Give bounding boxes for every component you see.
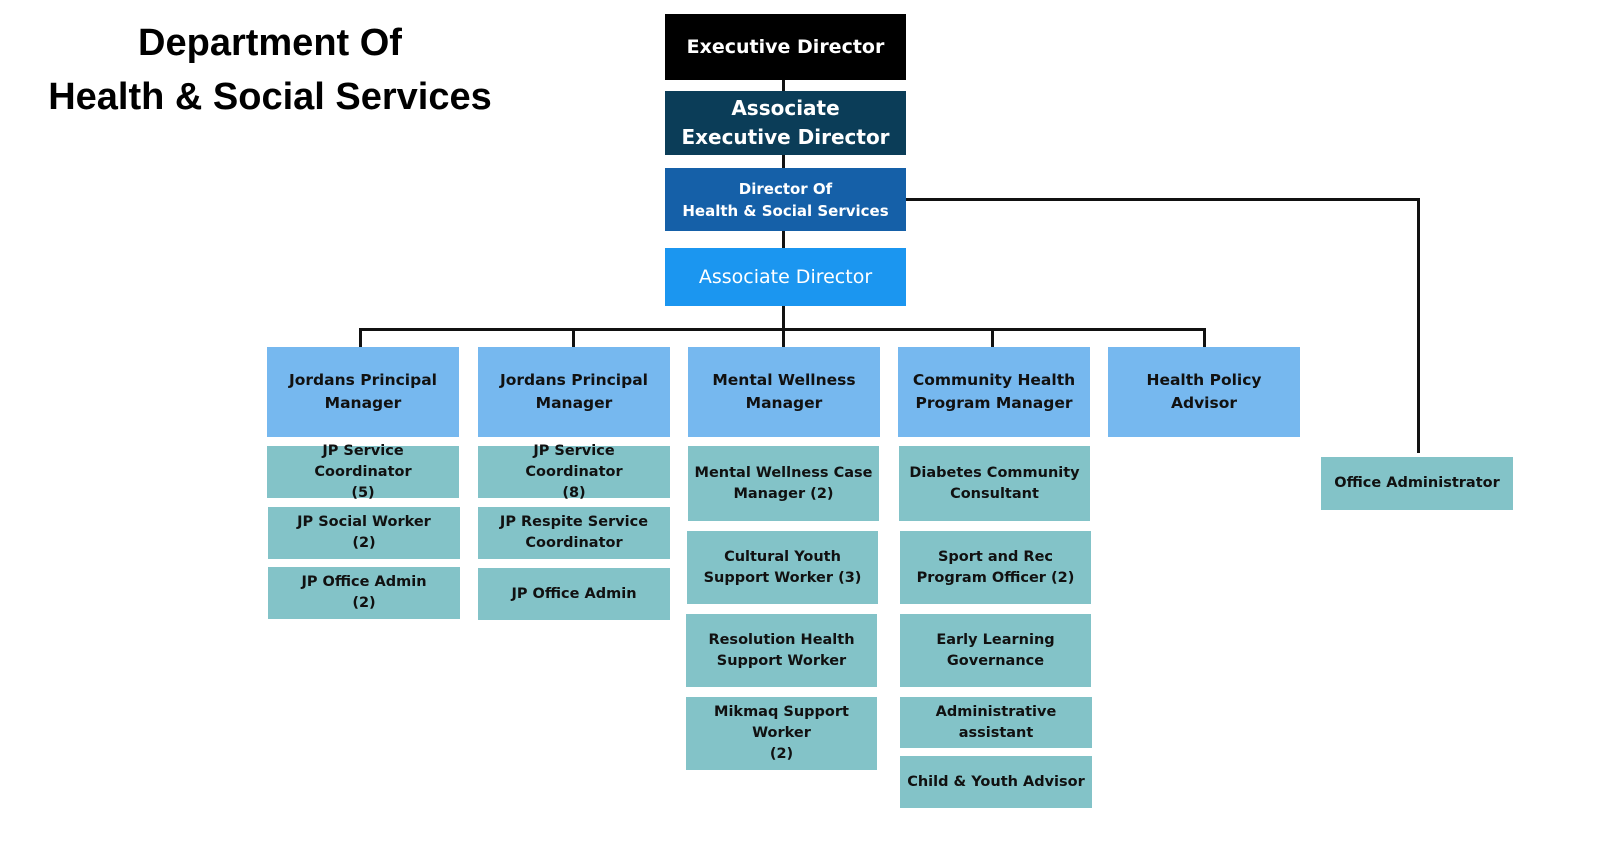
- staff-box[interactable]: Mikmaq Support Worker (2): [686, 697, 877, 770]
- staff-box[interactable]: Early Learning Governance: [900, 614, 1091, 687]
- staff-label: JP Service Coordinator (8): [525, 442, 623, 501]
- manager-label: Mental Wellness Manager: [712, 371, 856, 412]
- staff-box[interactable]: JP Office Admin (2): [268, 567, 460, 619]
- staff-box[interactable]: JP Office Admin: [478, 568, 670, 620]
- office-administrator-label: Office Administrator: [1334, 475, 1500, 491]
- staff-box[interactable]: JP Respite Service Coordinator: [478, 507, 670, 559]
- connector-director-to-office-admin-v: [1417, 198, 1420, 453]
- connector-exec-to-assoc-exec: [782, 80, 785, 92]
- staff-label: JP Office Admin: [511, 585, 637, 602]
- chart-title: Department Of Health & Social Services: [30, 16, 510, 124]
- manager-label: Jordans Principal Manager: [289, 371, 437, 412]
- connector-assoc-director-down: [782, 306, 785, 330]
- staff-label: JP Social Worker (2): [297, 514, 431, 551]
- staff-box[interactable]: JP Social Worker (2): [268, 507, 460, 559]
- staff-label: Early Learning Governance: [936, 631, 1055, 669]
- associate-director-label: Associate Director: [698, 266, 873, 288]
- connector-director-to-office-admin-h: [906, 198, 1420, 201]
- staff-label: Child & Youth Advisor: [907, 773, 1085, 790]
- staff-box[interactable]: Mental Wellness Case Manager (2): [688, 446, 879, 521]
- director-box[interactable]: Director Of Health & Social Services: [665, 168, 906, 231]
- staff-box[interactable]: Administrative assistant: [900, 697, 1092, 748]
- title-line-1: Department Of: [138, 22, 402, 64]
- manager-label: Community Health Program Manager: [912, 371, 1076, 412]
- manager-box-community-health[interactable]: Community Health Program Manager: [898, 347, 1090, 437]
- manager-box-jordans-1[interactable]: Jordans Principal Manager: [267, 347, 459, 437]
- staff-label: Sport and Rec Program Officer (2): [916, 548, 1075, 586]
- staff-label: Mikmaq Support Worker (2): [714, 704, 849, 762]
- executive-director-label: Executive Director: [686, 36, 885, 58]
- connector-director-to-assoc-director: [782, 231, 785, 248]
- connector-to-manager-5: [1203, 328, 1206, 347]
- manager-box-mental-wellness[interactable]: Mental Wellness Manager: [688, 347, 880, 437]
- manager-box-jordans-2[interactable]: Jordans Principal Manager: [478, 347, 670, 437]
- office-administrator-box[interactable]: Office Administrator: [1321, 457, 1513, 510]
- manager-label: Jordans Principal Manager: [500, 371, 648, 412]
- connector-assoc-exec-to-director: [782, 155, 785, 168]
- staff-label: Diabetes Community Consultant: [909, 464, 1080, 502]
- staff-label: Mental Wellness Case Manager (2): [694, 464, 873, 502]
- manager-label: Health Policy Advisor: [1146, 371, 1262, 412]
- staff-label: JP Respite Service Coordinator: [499, 514, 649, 551]
- connector-to-manager-1: [359, 328, 362, 347]
- connector-to-manager-4: [991, 328, 994, 347]
- staff-box[interactable]: JP Service Coordinator (5): [267, 443, 459, 501]
- staff-box[interactable]: JP Service Coordinator (8): [478, 443, 670, 501]
- associate-executive-director-label: Associate Executive Director: [681, 96, 890, 149]
- staff-box[interactable]: Resolution Health Support Worker: [686, 614, 877, 687]
- staff-label: Resolution Health Support Worker: [708, 631, 855, 669]
- manager-box-health-policy[interactable]: Health Policy Advisor: [1108, 347, 1300, 437]
- staff-label: JP Service Coordinator (5): [314, 442, 412, 501]
- staff-label: JP Office Admin (2): [301, 574, 427, 611]
- connector-to-manager-2: [572, 328, 575, 347]
- staff-box[interactable]: Cultural Youth Support Worker (3): [687, 531, 878, 604]
- title-line-2: Health & Social Services: [48, 76, 492, 118]
- associate-director-box[interactable]: Associate Director: [665, 248, 906, 306]
- staff-box[interactable]: Diabetes Community Consultant: [899, 446, 1090, 521]
- staff-label: Cultural Youth Support Worker (3): [703, 548, 862, 586]
- director-label: Director Of Health & Social Services: [682, 179, 889, 220]
- connector-to-manager-3: [782, 328, 785, 347]
- executive-director-box[interactable]: Executive Director: [665, 14, 906, 80]
- staff-box[interactable]: Sport and Rec Program Officer (2): [900, 531, 1091, 604]
- staff-label: Administrative assistant: [935, 703, 1057, 741]
- associate-executive-director-box[interactable]: Associate Executive Director: [665, 91, 906, 155]
- staff-box[interactable]: Child & Youth Advisor: [900, 756, 1092, 808]
